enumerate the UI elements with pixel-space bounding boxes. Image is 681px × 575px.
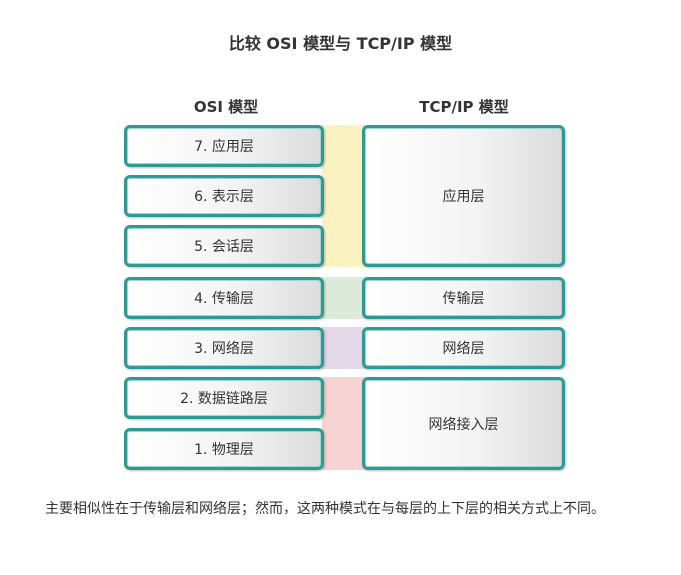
access-band [322, 377, 366, 470]
tcpip-column-heading: TCP/IP 模型 [419, 98, 509, 116]
application-band [322, 125, 366, 267]
network-band [322, 327, 366, 369]
tcpip-layer-transport: 传输层 [362, 277, 565, 319]
osi-layer-application: 7. 应用层 [124, 125, 324, 167]
transport-band [322, 277, 366, 319]
osi-layer-network: 3. 网络层 [124, 327, 324, 369]
tcpip-layer-network-access: 网络接入层 [362, 377, 565, 470]
diagram-title: 比较 OSI 模型与 TCP/IP 模型 [228, 34, 453, 53]
tcpip-layer-internet: 网络层 [362, 327, 565, 369]
tcpip-layer-application: 应用层 [362, 125, 565, 267]
comparison-note: 主要相似性在于传输层和网络层；然而，这两种模式在与每层的上下层的相关方式上不同。 [45, 501, 605, 517]
osi-layer-session: 5. 会话层 [124, 225, 324, 267]
osi-layer-transport: 4. 传输层 [124, 277, 324, 319]
osi-column-heading: OSI 模型 [193, 98, 259, 116]
osi-layer-physical: 1. 物理层 [124, 428, 324, 470]
osi-layer-data-link: 2. 数据链路层 [124, 377, 324, 419]
osi-layer-presentation: 6. 表示层 [124, 175, 324, 217]
